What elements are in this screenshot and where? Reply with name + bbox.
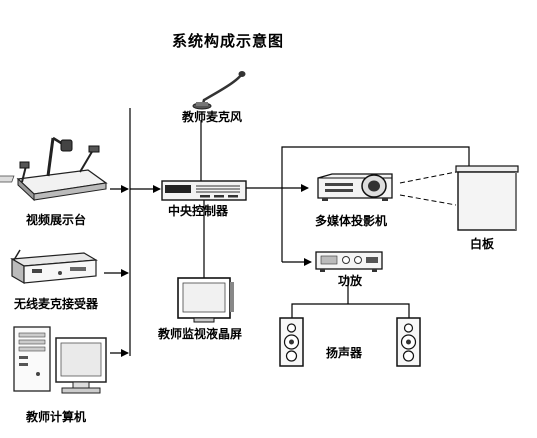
microphone-icon (192, 71, 246, 110)
computer-label: 教师计算机 (26, 410, 87, 424)
visualizer-label: 视频展示台 (26, 213, 87, 227)
projector-icon (317, 173, 393, 201)
speaker-bar (291, 303, 410, 318)
microphone-label: 教师麦克风 (182, 110, 243, 124)
amplifier-label: 功放 (338, 274, 363, 288)
whiteboard-top-link (281, 146, 470, 188)
monitor-label: 教师监视液晶屏 (158, 327, 243, 341)
wireless-receiver-icon (10, 249, 98, 285)
speaker-left-icon (279, 317, 304, 367)
beam-top (399, 171, 457, 184)
whiteboard-icon (455, 165, 519, 231)
monitor-icon (177, 277, 234, 323)
speakers-label: 扬声器 (326, 346, 363, 360)
whiteboard-label: 白板 (470, 237, 495, 251)
beam-bottom (399, 194, 457, 206)
computer-icon (13, 326, 107, 394)
diagram-title: 系统构成示意图 (172, 32, 285, 50)
controller-label: 中央控制器 (168, 204, 229, 218)
wireless-receiver-label: 无线麦克接受器 (14, 297, 99, 311)
controller-icon (161, 180, 247, 201)
amplifier-icon (315, 251, 383, 272)
projector-label: 多媒体投影机 (315, 214, 388, 228)
speaker-right-icon (396, 317, 421, 367)
visualizer-icon (0, 136, 108, 202)
